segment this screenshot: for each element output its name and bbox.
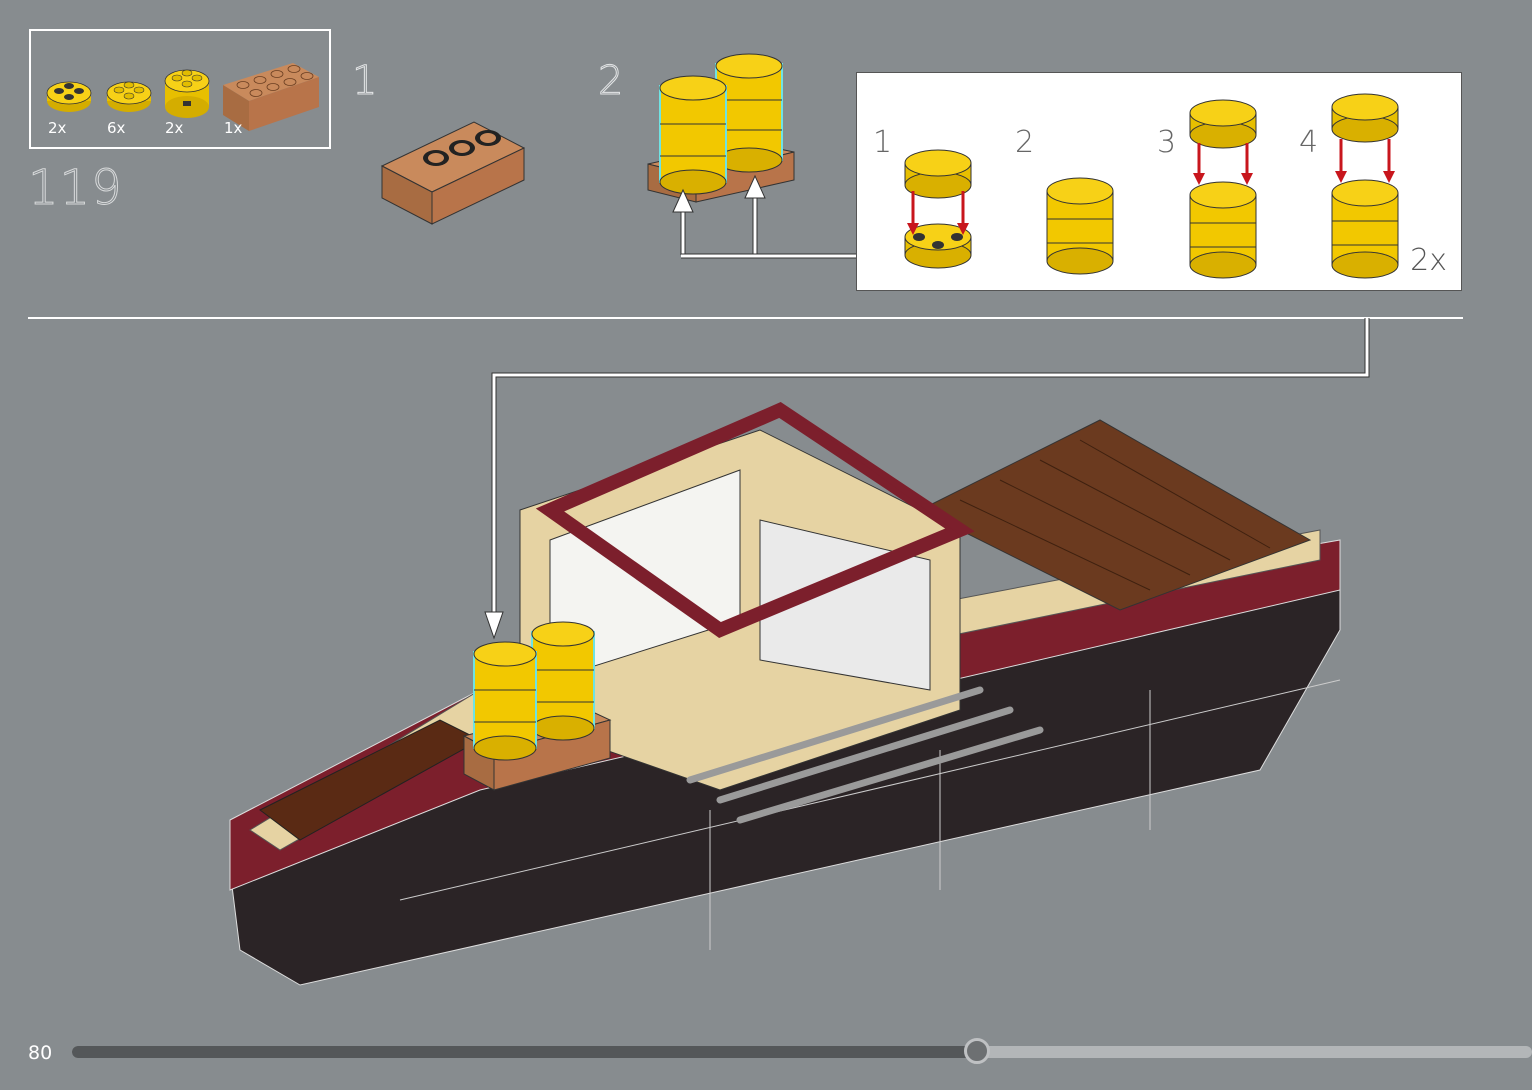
progress-fill — [72, 1046, 977, 1058]
barrels-on-brick-illustration — [646, 52, 866, 264]
progress-knob[interactable] — [964, 1038, 990, 1064]
part-qty: 6x — [107, 119, 125, 137]
callout-illustrations — [857, 73, 1461, 290]
round-brick-icon — [1190, 182, 1256, 278]
round-brick-icon — [1332, 180, 1398, 278]
round-plate-top-icon — [1190, 100, 1256, 148]
barrel-icon — [474, 642, 536, 760]
part-qty: 2x — [48, 119, 66, 137]
sub-assembly-callout: 1 2 3 4 — [856, 72, 1462, 291]
callout-multiplier: 2x — [1410, 243, 1447, 278]
round-brick-icon — [1047, 178, 1113, 274]
round-plate-top-icon — [1332, 94, 1398, 142]
brick-2x3-illustration — [378, 118, 530, 230]
round-brick-icon — [165, 70, 209, 118]
boat-model-illustration — [220, 390, 1350, 990]
parts-list-box: 2x 6x 2x 1x — [29, 29, 331, 149]
page-number: 80 — [28, 1042, 52, 1064]
round-plate-icon — [107, 82, 151, 112]
part-qty: 1x — [224, 119, 242, 137]
substep-number: 1 — [352, 58, 377, 104]
part-qty: 2x — [165, 119, 183, 137]
barrel-icon — [532, 622, 594, 740]
substep-number: 2 — [598, 58, 623, 104]
round-plate-top-icon — [905, 150, 971, 198]
step-number: 119 — [28, 160, 123, 216]
barrel-icon — [660, 76, 726, 194]
round-plate-icon — [47, 82, 91, 112]
